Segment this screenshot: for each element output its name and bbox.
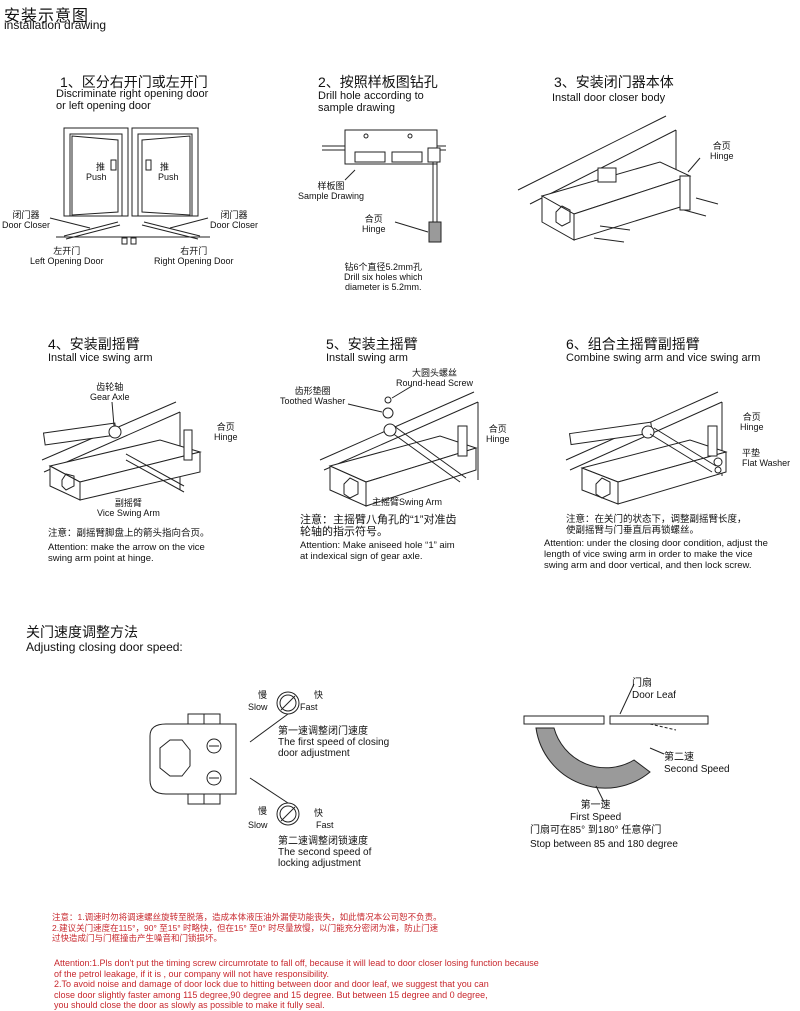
- speed-first-adjust: 第一速调整闭门速度 The first speed of closing doo…: [278, 726, 390, 759]
- step5-title: 5、安装主摇臂: [326, 336, 418, 352]
- footer-note-cn: 注意：1.调速时勿将调速螺丝旋转至脱落，造成本体液压油外漏使功能丧失，如此情况本…: [52, 912, 442, 943]
- step2-sample-label: 样板图 Sample Drawing: [298, 181, 365, 201]
- speed1-fast-cn: 快: [314, 690, 324, 700]
- speed-title-cn: 关门速度调整方法: [26, 624, 138, 640]
- speed-second-adjust: 第二速调整闭锁速度 The second speed of locking ad…: [278, 836, 372, 869]
- step1-push-left-en: Push: [86, 172, 107, 182]
- step1-subtitle: Discriminate right opening door or left …: [56, 88, 209, 112]
- step6-note-cn: 注意：在关门的状态下，调整副摇臂长度， 使副摇臂与门垂直后再锁螺丝。: [566, 514, 747, 536]
- step1-right-door: 右开门 Right Opening Door: [154, 246, 234, 266]
- speed1-fast-en: Fast: [300, 702, 318, 712]
- step1-closer-right: 闭门器 Door Closer: [210, 210, 259, 230]
- step4-subtitle: Install vice swing arm: [48, 352, 153, 364]
- first-speed-label: 第一速 First Speed: [570, 800, 622, 823]
- step3-subtitle: Install door closer body: [552, 92, 666, 104]
- step4-gear-label: 齿轮轴 Gear Axle: [90, 382, 130, 402]
- step2-title: 2、按照样板图钻孔: [318, 74, 438, 90]
- speed2-fast-en: Fast: [316, 820, 334, 830]
- step5-washer-label: 齿形垫圈 Toothed Washer: [280, 386, 346, 406]
- step1-push-right-cn: 推: [160, 162, 170, 172]
- step4-note-cn: 注意：副摇臂脚盘上的箭头指向合页。: [48, 528, 210, 539]
- step2-hinge-label: 合页 Hinge: [362, 214, 386, 234]
- footer-note-en: Attention:1.Pls don't put the timing scr…: [54, 958, 539, 1011]
- step5-screw-label: 大圆头螺丝 Round-head Screw: [396, 368, 474, 388]
- stop-angle-en: Stop between 85 and 180 degree: [530, 839, 678, 850]
- step5-note-cn: 注意：主摇臂八角孔的“1”对准齿 轮轴的指示符号。: [300, 514, 457, 538]
- step4-note-en: Attention: make the arrow on the vice sw…: [48, 542, 205, 564]
- step3-hinge-label: 合页 Hinge: [710, 141, 734, 161]
- step1-push-left-cn: 推: [96, 162, 106, 172]
- step6-flat-washer-label: 平垫 Flat Washer: [742, 448, 791, 468]
- step5-note-en: Attention: Make aniseed hole “1” aim at …: [300, 540, 455, 562]
- step4-title: 4、安装副摇臂: [48, 336, 140, 352]
- page-subtitle: installation drawing: [4, 18, 107, 32]
- speed1-slow-en: Slow: [248, 702, 268, 712]
- speed2-fast-cn: 快: [314, 808, 324, 818]
- page-title: 安装示意图: [4, 8, 90, 25]
- step1-closer-left: 闭门器 Door Closer: [2, 210, 51, 230]
- step6-hinge-label: 合页 Hinge: [740, 412, 764, 432]
- speed2-slow-cn: 慢: [258, 806, 268, 816]
- step6-title: 6、组合主摇臂副摇臂: [566, 336, 700, 352]
- speed2-slow-en: Slow: [248, 820, 268, 830]
- step2-subtitle: Drill hole according to sample drawing: [318, 90, 424, 114]
- step5-hinge-label: 合页 Hinge: [486, 424, 510, 444]
- step4-hinge-label: 合页 Hinge: [214, 422, 238, 442]
- speed1-slow-cn: 慢: [258, 690, 268, 700]
- step2-drill-note: 钻6个直径5.2mm孔 Drill six holes which diamet…: [344, 262, 423, 292]
- step4-vice-label: 副摇臂 Vice Swing Arm: [97, 498, 160, 518]
- step5-subtitle: Install swing arm: [326, 352, 408, 364]
- step1-push-right-en: Push: [158, 172, 179, 182]
- step6-subtitle: Combine swing arm and vice swing arm: [566, 352, 761, 364]
- speed-title-en: Adjusting closing door speed:: [26, 640, 183, 654]
- door-leaf-label: 门扇 Door Leaf: [632, 678, 676, 701]
- step3-title: 3、安装闭门器本体: [554, 74, 674, 90]
- step6-note-en: Attention: under the closing door condit…: [544, 538, 768, 571]
- step1-title: 1、区分右开门或左开门: [60, 74, 208, 90]
- step5-swing-label: 主摇臂Swing Arm: [372, 497, 443, 507]
- stop-angle-cn: 门扇可在85° 到180° 任意停门: [530, 825, 662, 836]
- step1-left-door: 左开门 Left Opening Door: [30, 246, 104, 266]
- second-speed-label: 第二速 Second Speed: [664, 752, 730, 775]
